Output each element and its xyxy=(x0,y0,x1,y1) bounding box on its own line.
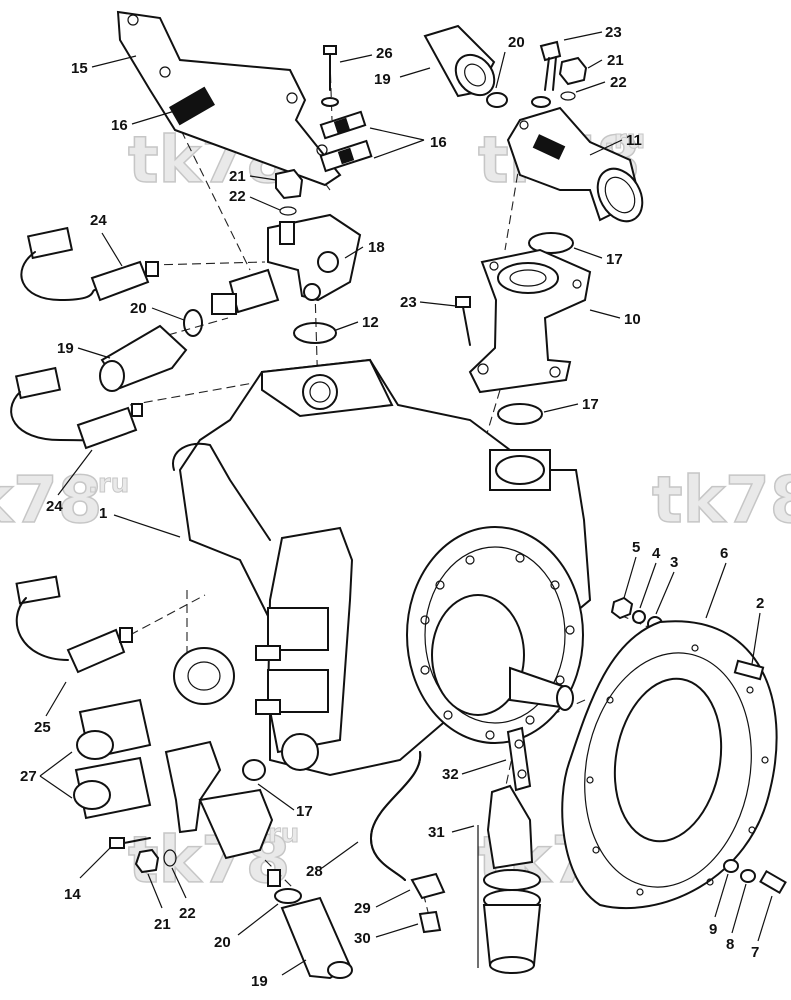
callout-19: 19 xyxy=(251,973,268,990)
o-ring-20-low xyxy=(274,888,302,904)
callout-3: 3 xyxy=(670,554,678,571)
callout-23: 23 xyxy=(605,24,622,41)
callout-18: 18 xyxy=(368,239,385,256)
fittings-lower-left xyxy=(109,740,281,887)
callout-17: 17 xyxy=(582,396,599,413)
valve-block-18 xyxy=(211,213,362,315)
filter-assembly-31 xyxy=(477,784,542,974)
callout-17: 17 xyxy=(606,251,623,268)
leader-lines xyxy=(39,31,773,976)
o-ring-17-low xyxy=(242,759,266,781)
watermark-suffix: .ru xyxy=(88,469,129,499)
callout-20: 20 xyxy=(130,300,147,317)
sensor-24-top xyxy=(20,226,159,302)
callout-27: 27 xyxy=(20,768,37,785)
callout-25: 25 xyxy=(34,719,51,736)
callout-14: 14 xyxy=(64,886,81,903)
callout-labels: 15 16 16 26 20 23 21 22 19 11 21 22 24 1… xyxy=(20,24,764,990)
callout-8: 8 xyxy=(726,936,734,953)
callout-29: 29 xyxy=(354,900,371,917)
solenoid-caps-27 xyxy=(73,698,152,820)
adapter-plate xyxy=(561,620,778,910)
callout-26: 26 xyxy=(376,45,393,62)
sleeve-19-low xyxy=(280,896,353,980)
sleeve-19-top xyxy=(423,24,496,98)
transmission-housing xyxy=(172,358,592,777)
bolt-26 xyxy=(321,45,339,107)
callout-19: 19 xyxy=(374,71,391,88)
callout-16: 16 xyxy=(111,117,128,134)
callout-1: 1 xyxy=(99,505,107,522)
callout-20: 20 xyxy=(214,934,231,951)
inlet-flange xyxy=(468,248,592,394)
callout-15: 15 xyxy=(71,60,88,77)
callout-21: 21 xyxy=(154,916,171,933)
callout-24: 24 xyxy=(90,212,107,229)
fittings-29-30 xyxy=(410,872,446,934)
callout-21: 21 xyxy=(229,168,246,185)
callout-28: 28 xyxy=(306,863,323,880)
watermark-main: tk78 xyxy=(652,464,791,538)
callout-7: 7 xyxy=(751,944,759,961)
sensor-24-mid xyxy=(10,366,143,450)
bolt-23-top xyxy=(531,40,562,108)
clamp-blocks xyxy=(168,86,373,173)
callout-22: 22 xyxy=(229,188,246,205)
bracket-plate xyxy=(116,10,342,187)
callout-23: 23 xyxy=(400,294,417,311)
callout-31: 31 xyxy=(428,824,445,841)
bracket-32 xyxy=(506,726,532,792)
sleeve-19-mid xyxy=(99,324,188,392)
callout-22: 22 xyxy=(610,74,627,91)
callout-17: 17 xyxy=(296,803,313,820)
callout-32: 32 xyxy=(442,766,459,783)
elbow-fitting xyxy=(506,106,644,223)
washers-bolt-lower-right xyxy=(723,859,787,895)
callout-11: 11 xyxy=(626,132,642,149)
callout-30: 30 xyxy=(354,930,371,947)
hose-28 xyxy=(369,751,422,881)
callout-5: 5 xyxy=(632,539,640,556)
callout-22: 22 xyxy=(179,905,196,922)
callout-4: 4 xyxy=(652,545,661,562)
callout-10: 10 xyxy=(624,311,641,328)
o-ring-17-mid xyxy=(497,403,543,425)
stud-2 xyxy=(733,659,765,681)
cap-21-top xyxy=(558,56,588,101)
callout-20: 20 xyxy=(508,34,525,51)
cap-21-mid xyxy=(275,168,304,216)
callout-24: 24 xyxy=(46,498,63,515)
callout-16: 16 xyxy=(430,134,447,151)
o-ring-20-top xyxy=(486,92,508,108)
callout-9: 9 xyxy=(709,921,717,938)
bolt-23-mid xyxy=(455,296,471,346)
callout-19: 19 xyxy=(57,340,74,357)
o-ring-17-top xyxy=(528,232,574,254)
callout-21: 21 xyxy=(607,52,624,69)
callout-2: 2 xyxy=(756,595,764,612)
callout-12: 12 xyxy=(362,314,379,331)
o-ring-20-mid xyxy=(183,309,203,337)
o-ring-12 xyxy=(293,322,337,344)
sensor-25 xyxy=(15,575,133,674)
watermark-main: tk78 xyxy=(0,464,102,538)
callout-6: 6 xyxy=(720,545,728,562)
